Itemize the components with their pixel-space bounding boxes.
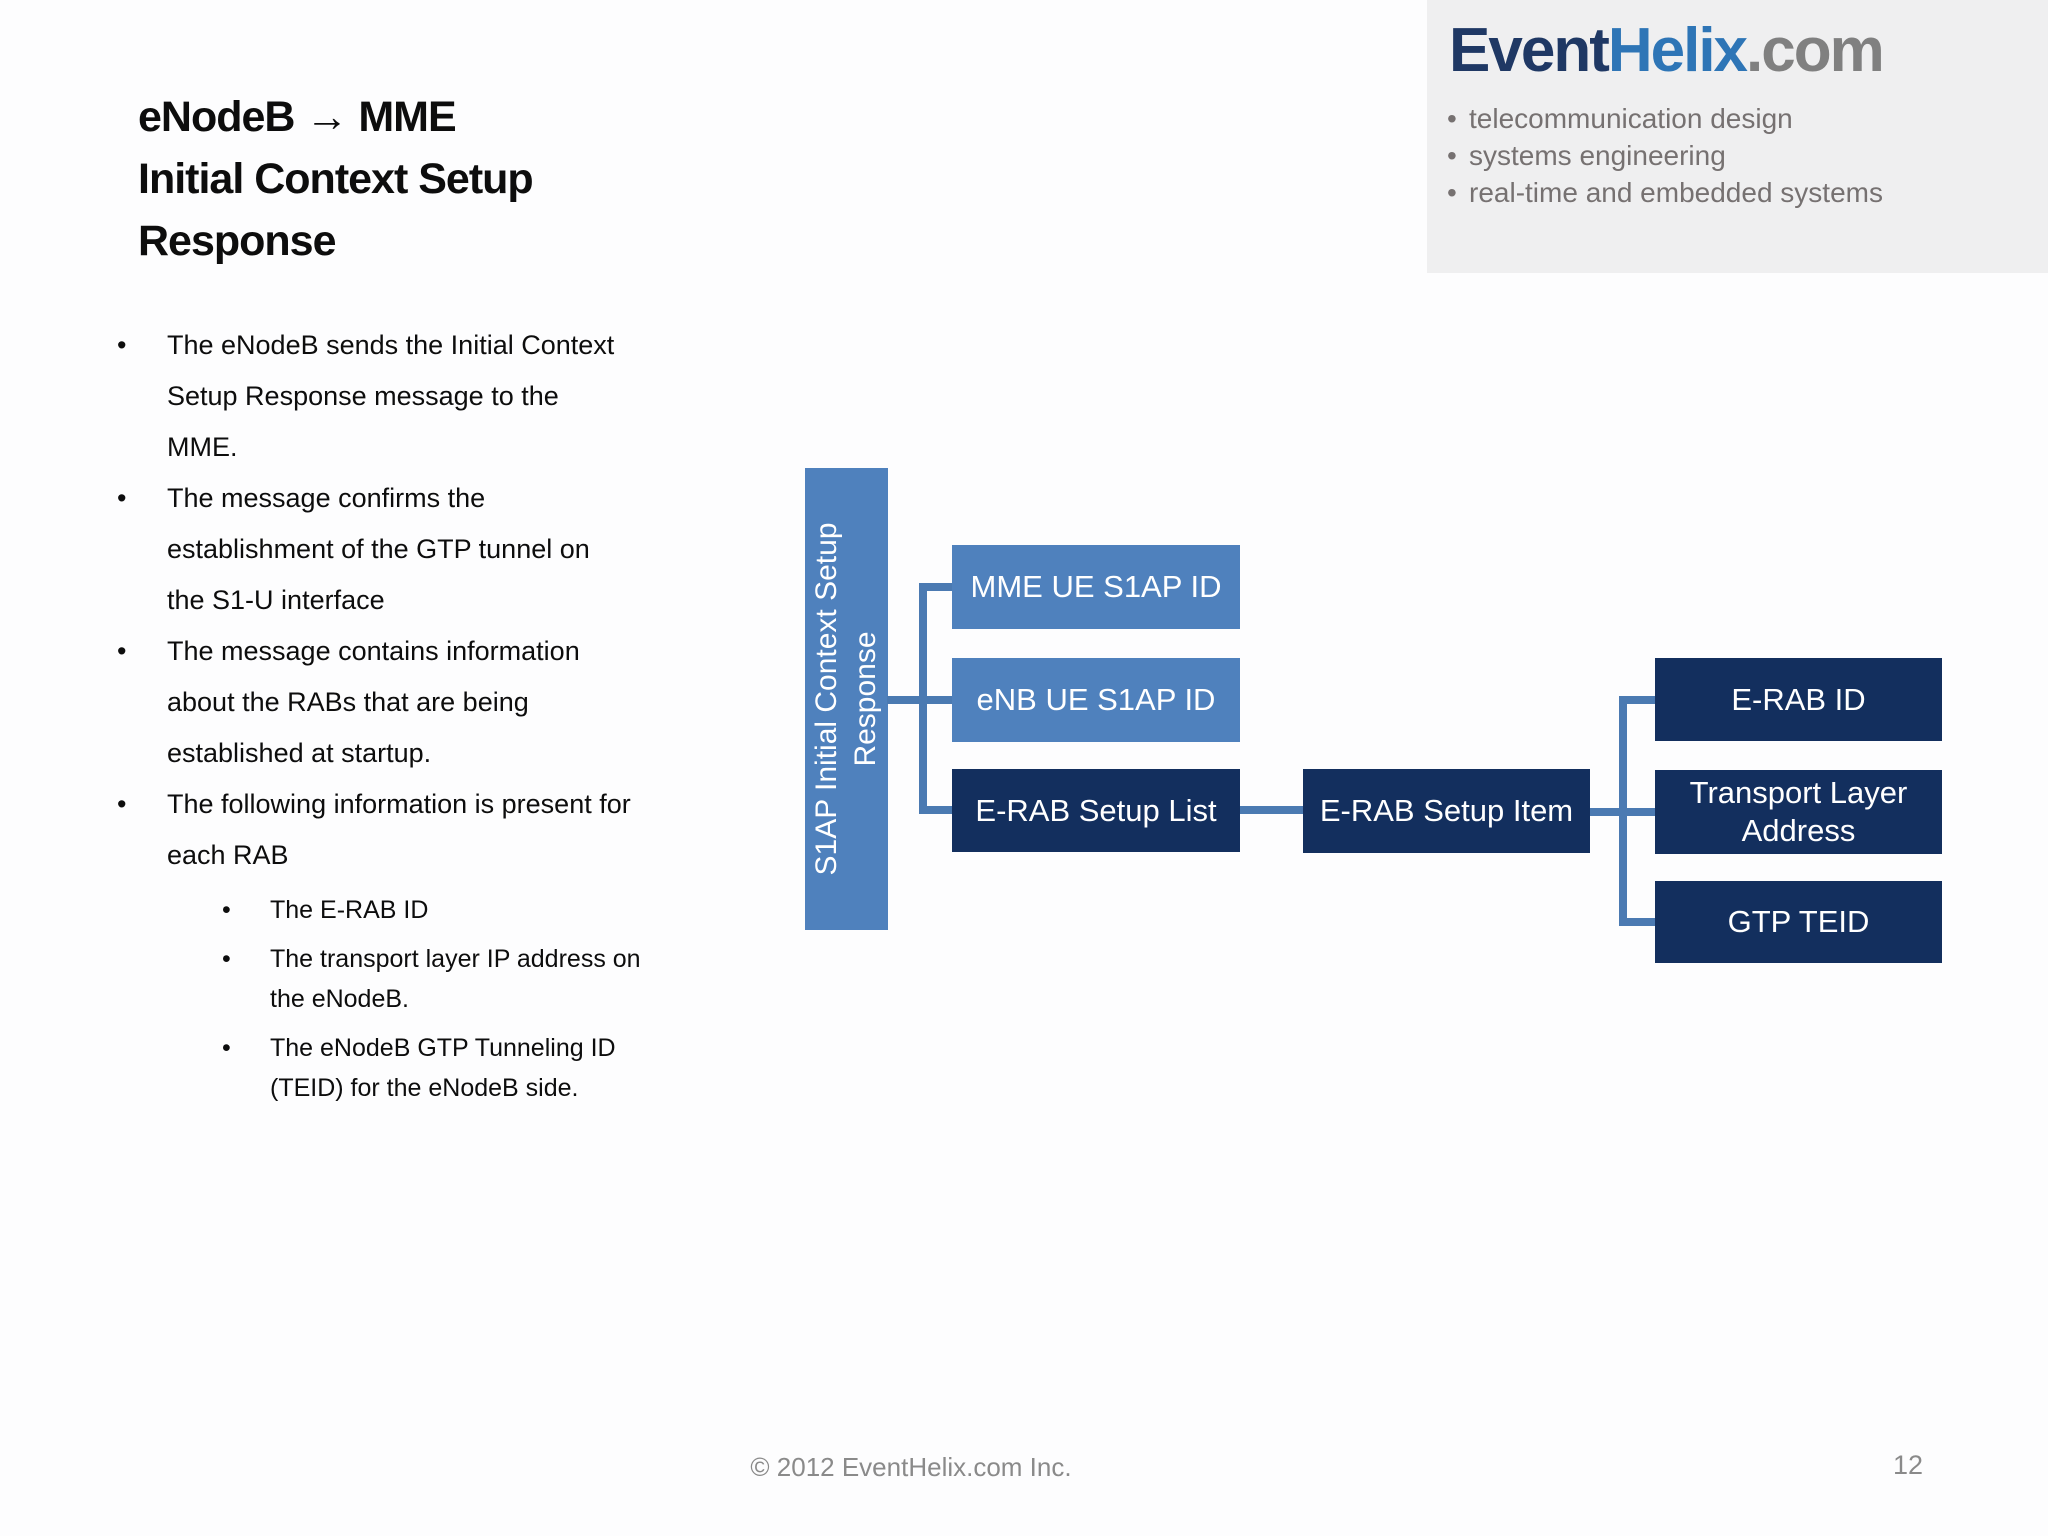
connector-list-to-item	[1240, 806, 1303, 814]
root-label-line-1: S1AP Initial Context Setup	[810, 522, 843, 876]
bullet-marker-icon: •	[222, 945, 231, 973]
bullet-text: The eNodeB sends the Initial Context Set…	[167, 330, 615, 462]
footer-copyright: © 2012 EventHelix.com Inc.	[750, 1452, 1072, 1482]
bullet-marker-icon: •	[117, 636, 127, 666]
node-gtp-teid: GTP TEID	[1655, 881, 1942, 963]
node-erab-id: E-RAB ID	[1655, 658, 1942, 741]
connector-bracket-left-vertical	[919, 583, 927, 814]
node-label: MME UE S1AP ID	[970, 569, 1222, 604]
sub-bullet-item: • The transport layer IP address on the …	[222, 939, 677, 1019]
connector-stub-mme	[919, 583, 952, 591]
slide-title: eNodeB → MME Initial Context Setup Respo…	[138, 86, 534, 272]
connector-stub-erab-id	[1619, 696, 1655, 704]
bullet-marker-icon: •	[1447, 140, 1457, 171]
bullet-item: • The message confirms the establishment…	[117, 473, 677, 626]
bullet-marker-icon: •	[1447, 103, 1457, 134]
node-mme-ue-s1ap-id: MME UE S1AP ID	[952, 545, 1240, 629]
node-transport-layer-address: Transport Layer Address	[1655, 770, 1942, 854]
tagline-item: • real-time and embedded systems	[1447, 174, 2048, 211]
connector-bracket-right-vertical	[1619, 696, 1627, 926]
tagline-text: telecommunication design	[1469, 103, 1793, 134]
brand-logo: EventHelix.com	[1449, 16, 2048, 86]
node-enb-ue-s1ap-id: eNB UE S1AP ID	[952, 658, 1240, 742]
bullet-marker-icon: •	[222, 896, 231, 924]
bullet-list: • The eNodeB sends the Initial Context S…	[117, 320, 677, 1108]
bullet-text: The following information is present for…	[167, 789, 631, 870]
node-s1ap-initial-context-setup-response	[805, 468, 888, 930]
bullet-marker-icon: •	[117, 330, 127, 360]
connector-stub-erab-setup-list	[919, 806, 952, 814]
bullet-text: The message contains information about t…	[167, 636, 580, 768]
sub-bullet-text: The eNodeB GTP Tunneling ID (TEID) for t…	[270, 1034, 616, 1102]
node-root-label: S1AP Initial Context Setup Response	[804, 468, 888, 930]
node-label: Transport Layer Address	[1689, 775, 1908, 848]
node-erab-setup-list: E-RAB Setup List	[952, 769, 1240, 852]
logo-com: .com	[1746, 16, 1885, 85]
bullet-item: • The message contains information about…	[117, 626, 677, 779]
bullet-marker-icon: •	[222, 1034, 231, 1062]
tagline-text: real-time and embedded systems	[1469, 177, 1883, 208]
bullet-marker-icon: •	[117, 483, 127, 513]
bullet-item: • The following information is present f…	[117, 779, 677, 881]
sub-bullet-item: • The E-RAB ID	[222, 890, 677, 930]
bullet-text: The message confirms the establishment o…	[167, 483, 590, 615]
bullet-marker-icon: •	[117, 789, 127, 819]
logo-helix: Helix	[1607, 16, 1748, 85]
sub-bullet-text: The transport layer IP address on the eN…	[270, 945, 641, 1013]
bullet-item: • The eNodeB sends the Initial Context S…	[117, 320, 677, 473]
sub-bullet-item: • The eNodeB GTP Tunneling ID (TEID) for…	[222, 1028, 677, 1108]
node-label: E-RAB Setup Item	[1319, 793, 1574, 828]
tagline-list: • telecommunication design • systems eng…	[1447, 100, 2048, 211]
node-label: GTP TEID	[1727, 904, 1870, 939]
tagline-item: • telecommunication design	[1447, 100, 2048, 137]
tagline-item: • systems engineering	[1447, 137, 2048, 174]
node-label: E-RAB ID	[1731, 681, 1866, 717]
sub-bullet-text: The E-RAB ID	[270, 896, 429, 924]
title-line-1: eNodeB → MME	[138, 93, 457, 141]
node-label: eNB UE S1AP ID	[976, 682, 1216, 717]
title-line-3: Response	[138, 217, 337, 265]
brand-panel: EventHelix.com • telecommunication desig…	[1427, 0, 2048, 273]
node-erab-setup-item: E-RAB Setup Item	[1303, 769, 1590, 853]
page-number: 12	[1893, 1450, 1924, 1480]
root-label-line-2: Response	[849, 631, 882, 767]
node-label: E-RAB Setup List	[975, 792, 1217, 828]
tagline-text: systems engineering	[1469, 140, 1726, 171]
title-line-2: Initial Context Setup	[138, 155, 534, 203]
connector-stub-gtp-teid	[1619, 918, 1655, 926]
bullet-marker-icon: •	[1447, 177, 1457, 208]
logo-event: Event	[1449, 16, 1610, 85]
